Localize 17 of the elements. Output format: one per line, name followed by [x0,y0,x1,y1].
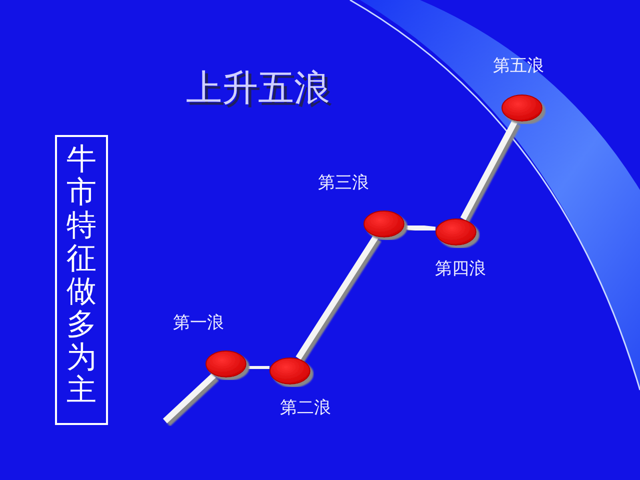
wave-point-ellipse [435,218,477,246]
wave-point-ellipse [363,210,405,238]
wave-label: 第四浪 [435,258,486,280]
wave-label: 第一浪 [173,312,224,334]
wave-label: 第三浪 [318,172,369,194]
wave-point-ellipse [501,94,543,122]
wave-label: 第五浪 [493,55,544,77]
wave-point-ellipse [269,357,311,385]
vertical-slogan: 牛市特征做多为主 [66,143,96,407]
text-frame [55,135,108,425]
title: 上升五浪 [186,67,330,111]
wave-label: 第二浪 [280,397,331,419]
wave-line [162,373,216,424]
wave-point-ellipse [205,350,247,378]
wave-line [296,235,378,360]
wave-line [460,120,518,220]
wave-line [246,363,270,372]
